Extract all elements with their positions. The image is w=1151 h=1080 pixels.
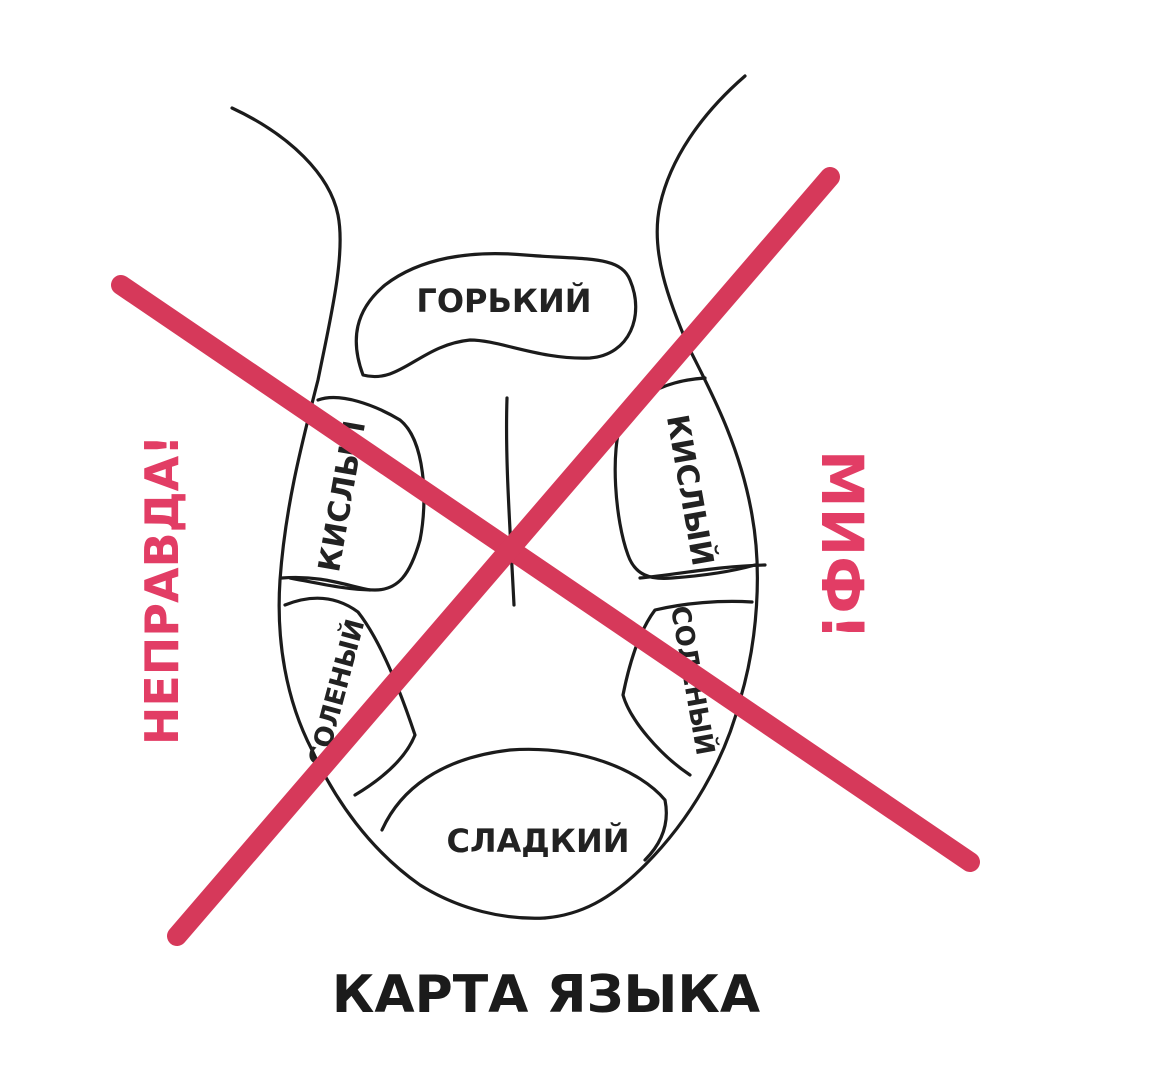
annotation-right: МИФ!: [808, 450, 876, 640]
sour-left-zone-outline: [288, 395, 426, 592]
sweet-label: СЛАДКИЙ: [446, 822, 629, 860]
sour-right-label: КИСЛЫЙ: [659, 412, 721, 569]
bitter-label: ГОРЬКИЙ: [416, 282, 591, 320]
diagram-title: КАРТА ЯЗЫКА: [332, 965, 760, 1025]
salty-right-zone-outline: [621, 599, 754, 777]
red-cross-mark: [111, 167, 980, 946]
annotation-left: НЕПРАВДА!: [135, 435, 189, 745]
sweet-zone-outline: [380, 747, 668, 862]
cross-line-ascending: [167, 167, 840, 946]
tongue-outline-left: [230, 106, 547, 920]
cross-line-descending: [111, 275, 980, 872]
tongue-outline-right: [543, 74, 759, 920]
bitter-zone-outline: [354, 252, 638, 379]
tongue-midline: [504, 396, 516, 607]
